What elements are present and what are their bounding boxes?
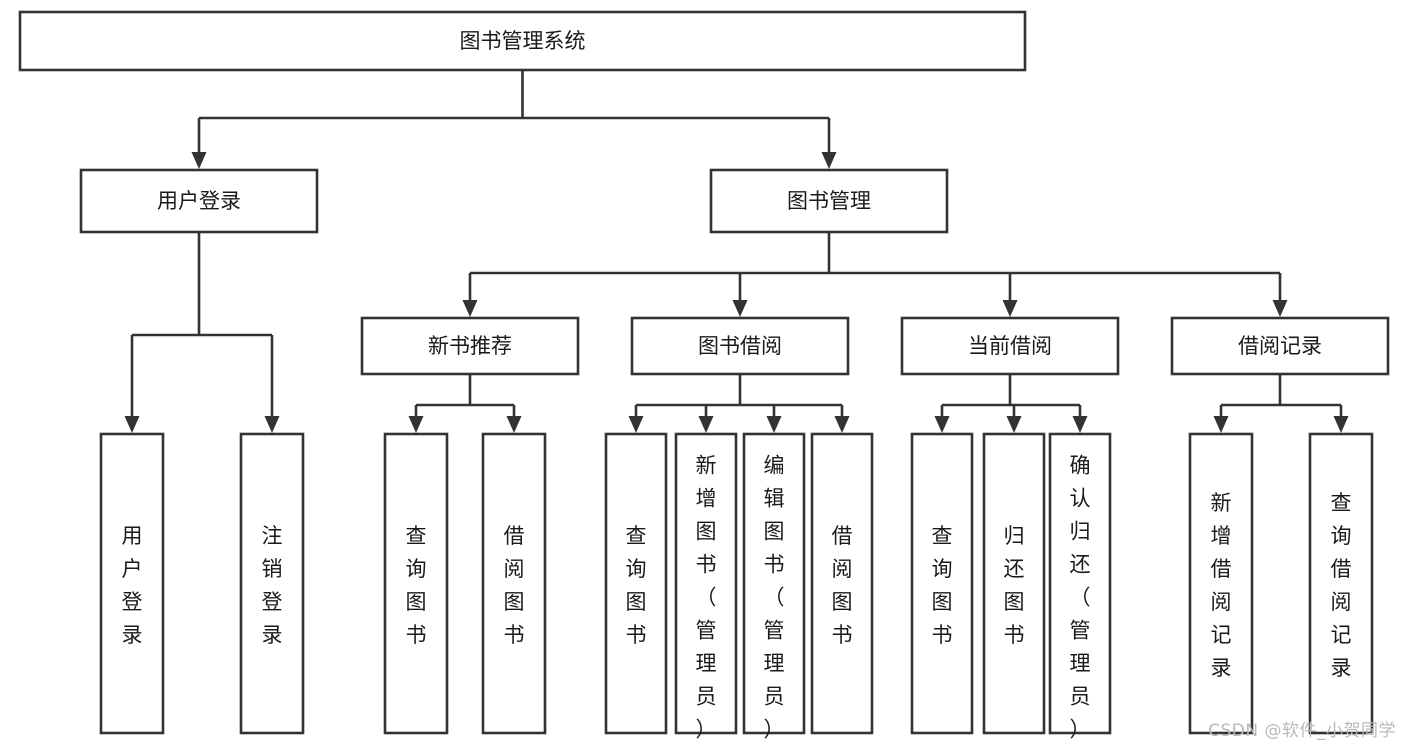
node-leaf-confirm-return-admin[interactable]: 确认归还（管理员） <box>1048 432 1112 741</box>
node-label-new-book-recommend: 新书推荐 <box>428 334 512 358</box>
node-leaf-add-borrow-record[interactable]: 新增借阅记录 <box>1188 432 1254 735</box>
node-leaf-query-book-recommend[interactable]: 查询图书 <box>383 432 449 735</box>
node-leaf-query-borrow-record[interactable]: 查询借阅记录 <box>1308 432 1374 735</box>
node-label-leaf-borrow-book-borrow: 借阅图书 <box>832 524 853 647</box>
node-label-leaf-add-borrow-record: 新增借阅记录 <box>1211 491 1232 680</box>
node-new-book-recommend[interactable]: 新书推荐 <box>360 316 580 376</box>
node-box-leaf-query-book-borrow <box>604 432 668 735</box>
node-label-leaf-query-book-borrow: 查询图书 <box>626 524 647 647</box>
node-box-new-book-recommend <box>360 316 580 376</box>
arrow-head-book-borrow-2 <box>766 416 782 433</box>
node-label-leaf-add-book-admin: 新增图书（管理员） <box>696 453 717 741</box>
node-user-login[interactable]: 用户登录 <box>79 168 319 234</box>
arrow-head-borrow-record-0 <box>1213 416 1229 433</box>
node-label-leaf-query-borrow-record: 查询借阅记录 <box>1331 491 1352 680</box>
node-root[interactable]: 图书管理系统 <box>18 10 1027 72</box>
arrow-head-book-borrow-3 <box>834 416 850 433</box>
node-box-current-borrow <box>900 316 1120 376</box>
node-box-leaf-query-book-current <box>910 432 974 735</box>
node-box-leaf-confirm-return-admin <box>1048 432 1112 735</box>
node-current-borrow[interactable]: 当前借阅 <box>900 316 1120 376</box>
node-box-leaf-query-book-recommend <box>383 432 449 735</box>
node-leaf-return-book[interactable]: 归还图书 <box>982 432 1046 735</box>
arrow-head-book-management-1 <box>732 300 748 317</box>
node-label-leaf-borrow-book-recommend: 借阅图书 <box>504 524 525 647</box>
node-leaf-query-book-current[interactable]: 查询图书 <box>910 432 974 735</box>
node-leaf-user-login[interactable]: 用户登录 <box>99 432 165 735</box>
arrow-head-current-borrow-0 <box>934 416 950 433</box>
arrow-head-root-0 <box>191 152 207 169</box>
node-box-borrow-record <box>1170 316 1390 376</box>
arrow-head-current-borrow-2 <box>1072 416 1088 433</box>
node-leaf-query-book-borrow[interactable]: 查询图书 <box>604 432 668 735</box>
node-box-leaf-add-book-admin <box>674 432 738 735</box>
node-box-book-borrow <box>630 316 850 376</box>
arrow-head-book-borrow-1 <box>698 416 714 433</box>
node-label-leaf-logout-login: 注销登录 <box>262 524 283 647</box>
node-box-leaf-query-borrow-record <box>1308 432 1374 735</box>
arrow-head-root-1 <box>821 152 837 169</box>
node-box-user-login <box>79 168 319 234</box>
node-box-leaf-borrow-book-borrow <box>810 432 874 735</box>
node-label-leaf-return-book: 归还图书 <box>1004 524 1025 647</box>
arrow-head-user-login-0 <box>124 416 140 433</box>
node-leaf-add-book-admin[interactable]: 新增图书（管理员） <box>674 432 738 741</box>
arrow-head-book-management-3 <box>1272 300 1288 317</box>
node-leaf-borrow-book-recommend[interactable]: 借阅图书 <box>481 432 547 735</box>
arrow-head-user-login-1 <box>264 416 280 433</box>
node-label-leaf-query-book-current: 查询图书 <box>932 524 953 647</box>
arrow-head-new-book-recommend-1 <box>506 416 522 433</box>
node-label-book-borrow: 图书借阅 <box>698 334 782 358</box>
node-box-leaf-return-book <box>982 432 1046 735</box>
node-box-root <box>18 10 1027 72</box>
nodes-layer: 图书管理系统用户登录图书管理新书推荐图书借阅当前借阅借阅记录用户登录注销登录查询… <box>18 10 1390 741</box>
node-leaf-borrow-book-borrow[interactable]: 借阅图书 <box>810 432 874 735</box>
node-label-book-management: 图书管理 <box>787 189 871 213</box>
node-box-leaf-add-borrow-record <box>1188 432 1254 735</box>
node-book-borrow[interactable]: 图书借阅 <box>630 316 850 376</box>
node-label-current-borrow: 当前借阅 <box>968 334 1052 358</box>
node-label-borrow-record: 借阅记录 <box>1238 334 1322 358</box>
node-label-user-login: 用户登录 <box>157 189 241 213</box>
arrow-head-new-book-recommend-0 <box>408 416 424 433</box>
node-book-management[interactable]: 图书管理 <box>709 168 949 234</box>
node-label-root: 图书管理系统 <box>460 29 586 53</box>
node-leaf-edit-book-admin[interactable]: 编辑图书（管理员） <box>742 432 806 741</box>
node-leaf-logout-login[interactable]: 注销登录 <box>239 432 305 735</box>
node-box-leaf-borrow-book-recommend <box>481 432 547 735</box>
connectors-layer <box>124 70 1349 433</box>
node-label-leaf-edit-book-admin: 编辑图书（管理员） <box>764 453 785 741</box>
node-box-leaf-logout-login <box>239 432 305 735</box>
arrow-head-current-borrow-1 <box>1006 416 1022 433</box>
node-box-leaf-edit-book-admin <box>742 432 806 735</box>
arrow-head-book-borrow-0 <box>628 416 644 433</box>
arrow-head-book-management-2 <box>1002 300 1018 317</box>
node-label-leaf-user-login: 用户登录 <box>122 524 143 647</box>
node-box-leaf-user-login <box>99 432 165 735</box>
node-label-leaf-confirm-return-admin: 确认归还（管理员） <box>1070 453 1091 741</box>
arrow-head-book-management-0 <box>462 300 478 317</box>
arrow-head-borrow-record-1 <box>1333 416 1349 433</box>
node-borrow-record[interactable]: 借阅记录 <box>1170 316 1390 376</box>
node-label-leaf-query-book-recommend: 查询图书 <box>406 524 427 647</box>
node-box-book-management <box>709 168 949 234</box>
